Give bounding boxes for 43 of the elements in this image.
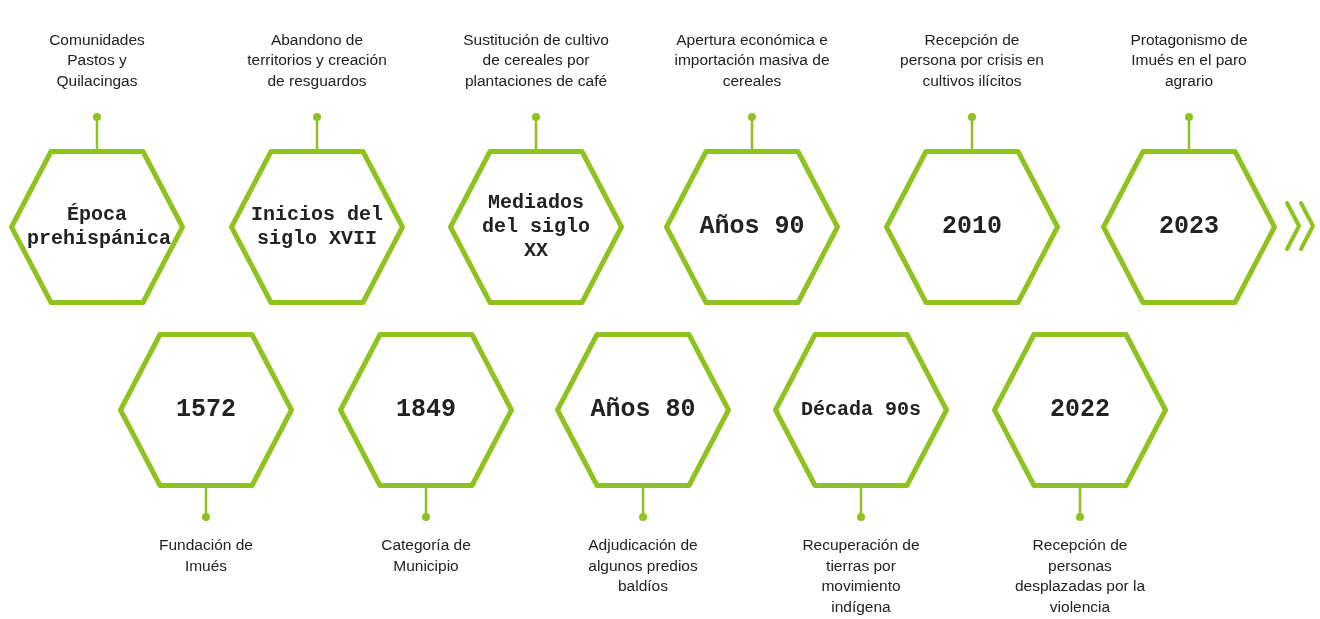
leader-line (1184, 112, 1194, 149)
period-label: 1572 (176, 395, 236, 425)
hexagon-node (663, 148, 841, 306)
leader-line (856, 488, 866, 522)
leader-line (531, 112, 541, 149)
hexagon-node (337, 331, 515, 489)
period-label: Década 90s (801, 398, 921, 422)
period-label: Años 80 (590, 395, 696, 425)
hexagon-node (117, 331, 295, 489)
leader-line (638, 488, 648, 522)
event-description: Comunidades Pastos y Quilacingas (38, 29, 156, 113)
period-label: 2023 (1159, 212, 1219, 242)
hexagon-node (883, 148, 1061, 306)
event-description: Categoría de Municipio (370, 521, 482, 576)
event-description: Apertura económica e importación masiva de cereales (672, 29, 832, 113)
leader-line (421, 488, 431, 522)
period-label: Inicios del siglo XVII (250, 203, 384, 251)
event-description: Abandono de territorios y creación de resguardos (241, 29, 393, 113)
period-label: 1849 (396, 395, 456, 425)
period-label: 2010 (942, 212, 1002, 242)
period-label: Años 90 (699, 212, 805, 242)
hexagon-node (554, 331, 732, 489)
event-description: Recepción de persona por crisis en cultivos ilícitos (896, 29, 1048, 113)
event-description: Sustitución de cultivo de cereales por plantaciones de café (457, 29, 615, 113)
hexagon-node (447, 148, 625, 306)
event-description: Adjudicación de algunos predios baldíos (572, 521, 714, 597)
leader-line (312, 112, 322, 149)
hexagon-node (772, 331, 950, 489)
hexagon-node (8, 148, 186, 306)
leader-line (1075, 488, 1085, 522)
event-description: Recepción de personas desplazadas por la violencia (1011, 521, 1149, 617)
leader-line (747, 112, 757, 149)
hexagon-node (991, 331, 1169, 489)
leader-line (967, 112, 977, 149)
event-description: Fundación de Imués (151, 521, 261, 576)
hexagon-node (1100, 148, 1278, 306)
period-label: Mediados del siglo XX (481, 191, 591, 263)
hexagon-node (228, 148, 406, 306)
event-description: Recuperación de tierras por movimiento indígena (791, 521, 931, 617)
leader-line (201, 488, 211, 522)
leader-line (92, 112, 102, 149)
event-description: Protagonismo de Imués en el paro agrario (1123, 29, 1255, 113)
period-label: 2022 (1050, 395, 1110, 425)
